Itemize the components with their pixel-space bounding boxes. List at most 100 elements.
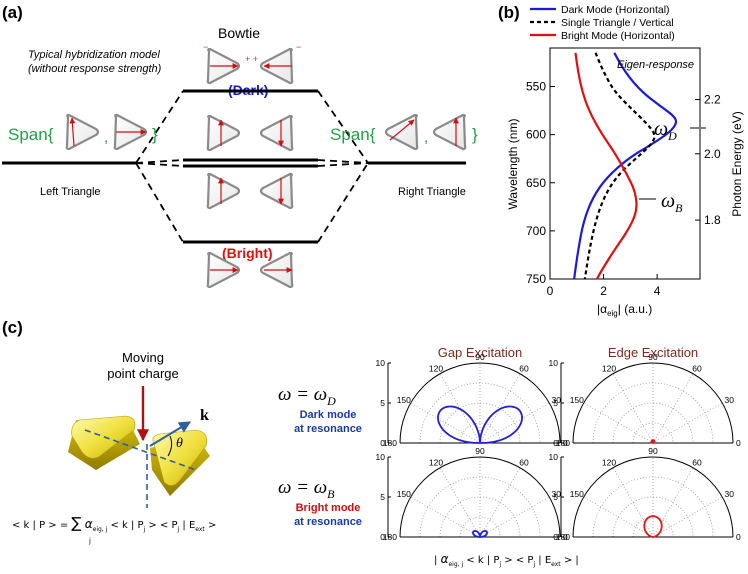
polar-r-label: 0 (553, 532, 558, 542)
y-axis-label-right: Photon Energy (eV) (730, 111, 744, 216)
triangle-icon (206, 114, 241, 152)
bright-mode-line1: Bright mode (296, 502, 361, 514)
polar-angle-label: 90 (648, 352, 658, 362)
dark-mode-line1: Dark mode (300, 409, 357, 421)
polar-ring (612, 496, 694, 538)
polar-angle-label: 60 (519, 364, 529, 374)
right-triangle-label: Right Triangle (398, 186, 466, 198)
legend-entry: Single Triangle / Vertical (561, 17, 674, 29)
y-tick-label: 550 (526, 80, 546, 94)
polar-r-label: 5 (380, 398, 385, 408)
eq-dark: ω = ωD (278, 384, 336, 408)
polar-angle-label: 0 (563, 532, 568, 542)
x-tick-label: 2 (600, 284, 607, 298)
polar-r-label: 5 (380, 492, 385, 502)
polar-angle-label: 0 (736, 532, 741, 542)
span-comma-right: , (424, 129, 428, 146)
polar-curve (472, 530, 488, 538)
k-vector-arrow (149, 421, 192, 447)
left-triangle-label: Left Triangle (40, 186, 101, 198)
plot-frame (549, 47, 701, 280)
polar-outer (399, 362, 561, 444)
polar-ring (632, 422, 674, 444)
eq-bright: ω = ωB (278, 477, 335, 501)
polar-spoke (583, 402, 654, 444)
polar-r-label: 0 (380, 532, 385, 542)
triangle-icon (384, 113, 419, 151)
model-note-line1: Typical hybridization model (28, 49, 160, 61)
polar-spoke (479, 467, 521, 538)
charge-marks: + + (245, 54, 258, 64)
y-tick-label: 600 (526, 128, 546, 142)
panel-b-label: (b) (498, 3, 520, 22)
x-axis-label: |αeig| (a.u.) (597, 302, 652, 318)
polar-r-label: 5 (553, 398, 558, 408)
polar-curve (437, 405, 523, 444)
polar-angle-label: 120 (602, 458, 616, 468)
theta-label: θ (176, 436, 183, 451)
legend-entry: Dark Mode (Horizontal) (561, 4, 670, 16)
correlation-lines (135, 90, 369, 243)
triangle-icon (259, 172, 294, 210)
panel-a: (a) Bowtie Typical hybridization model (… (2, 3, 478, 289)
panel-c: (c) Moving point charge k θ < k | P > = … (2, 318, 741, 568)
legend-entry: Bright Mode (Horizontal) (561, 30, 675, 42)
y-right-tick-label: 1.8 (704, 213, 721, 227)
polar-angle-label: 120 (429, 458, 443, 468)
polar-ring (632, 516, 674, 538)
series-group (573, 52, 678, 280)
polar-ring (459, 516, 501, 538)
span-close: } (152, 125, 158, 144)
polar-spoke (410, 402, 481, 444)
x-tick-label: 4 (654, 284, 661, 298)
polar-angle-label: 150 (570, 395, 584, 405)
polar-angle-label: 90 (475, 352, 485, 362)
polar-angle-label: 30 (551, 489, 561, 499)
gap-excitation-title: Gap Excitation (438, 345, 523, 360)
omega-d-label: ωD (654, 118, 677, 143)
polar-ring (419, 382, 541, 444)
polar-spoke (612, 373, 654, 444)
polar-spoke (410, 496, 481, 538)
polar-plots: 0306090120150180051003060901201501800510… (376, 352, 741, 542)
polar-r-label: 10 (376, 452, 386, 462)
polar-curve (643, 515, 663, 538)
polar-ring (592, 476, 714, 538)
series-line (583, 52, 656, 280)
polar-r-label: 5 (553, 492, 558, 502)
bright-label: (Bright) (222, 245, 273, 261)
projection-formula: < k | P > = ∑ αeig, j < k | Pj > < Pj | … (12, 514, 216, 533)
bowtie-title: Bowtie (218, 25, 260, 41)
polar-angle-label: 60 (692, 458, 702, 468)
polar-ring (439, 496, 521, 538)
y-tick-label: 650 (526, 176, 546, 190)
x-tick-label: 0 (547, 284, 554, 298)
model-note-line2: (without response strength) (28, 63, 162, 75)
legend: Dark Mode (Horizontal)Single Triangle / … (530, 4, 675, 42)
polar-r-label: 0 (553, 438, 558, 448)
polar-angle-label: 120 (429, 364, 443, 374)
polar-angle-label: 150 (397, 395, 411, 405)
omega-b-label: ωB (661, 190, 683, 215)
polar-spoke (652, 402, 723, 444)
polar-spoke (439, 467, 481, 538)
polar-angle-label: 150 (570, 489, 584, 499)
dark-mode-line2: at resonance (294, 423, 362, 435)
theta-arc (167, 435, 173, 457)
polar-spoke (652, 496, 723, 538)
charge-line1: Moving (122, 350, 164, 365)
polar-r-label: 10 (549, 452, 559, 462)
polar-angle-label: 0 (736, 438, 741, 448)
triangle-icon (206, 172, 241, 210)
polar-angle-label: 90 (648, 446, 658, 456)
span-right: Span{ (330, 125, 376, 144)
dipole-arrow (389, 119, 415, 141)
bowtie-3d-icon (68, 415, 210, 496)
dipole-arrow (69, 117, 76, 147)
y-tick-label: 750 (526, 272, 546, 286)
